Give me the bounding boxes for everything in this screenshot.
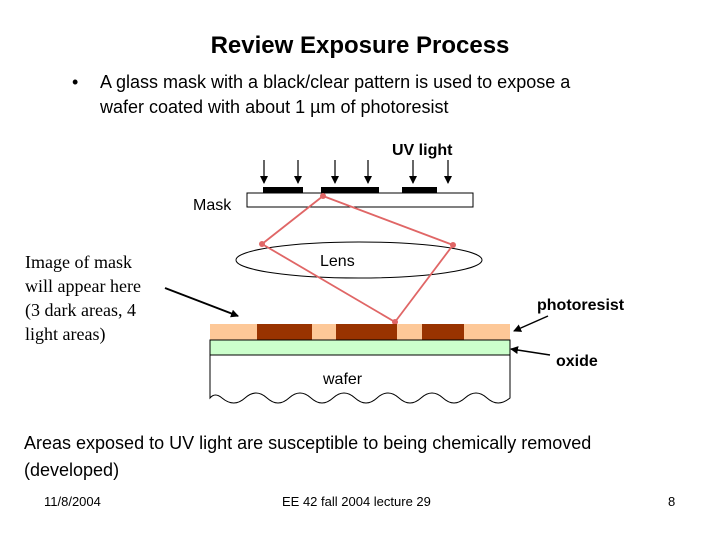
- lens-label: Lens: [320, 253, 355, 270]
- bottom-line-2: (developed): [24, 460, 120, 480]
- oxide-layer: [209, 339, 511, 356]
- ray: [261, 195, 324, 245]
- uv-light-label: UV light: [392, 142, 453, 159]
- image-note-line: Image of mask: [25, 252, 132, 272]
- ray-point: [392, 319, 398, 325]
- mask-plate: [246, 192, 474, 208]
- mask-label: Mask: [193, 197, 232, 214]
- ray-point: [259, 241, 265, 247]
- light-rays: [261, 195, 454, 323]
- image-note: Image of mask will appear here (3 dark a…: [25, 252, 141, 345]
- photoresist-layer: [210, 324, 510, 340]
- image-note-line: (3 dark areas, 4: [25, 300, 136, 321]
- mask-dark-area: [402, 187, 437, 193]
- image-note-line: light areas): [25, 324, 105, 345]
- bullet-marker: •: [72, 72, 79, 92]
- image-note-arrow: [164, 287, 239, 318]
- footer-course: EE 42 fall 2004 lecture 29: [282, 494, 431, 509]
- oxide-pointer: [510, 346, 551, 356]
- bullet-text: A glass mask with a black/clear pattern …: [100, 70, 660, 120]
- mask-dark-area: [321, 187, 379, 193]
- mask-dark-area: [263, 187, 303, 193]
- photoresist-pointer: [513, 315, 549, 332]
- resist-light-area: [397, 324, 422, 340]
- wafer-label: wafer: [322, 371, 363, 388]
- resist-dark-area: [257, 324, 312, 340]
- wafer-body: [209, 354, 511, 404]
- ray: [322, 195, 454, 246]
- resist-dark-area: [336, 324, 397, 340]
- resist-dark-area: [422, 324, 464, 340]
- bullet-line-2: wafer coated with about 1 µm of photores…: [100, 97, 449, 117]
- ray-point: [450, 242, 456, 248]
- footer-date: 11/8/2004: [44, 494, 101, 509]
- lens: [235, 241, 483, 279]
- resist-light-area: [464, 324, 510, 340]
- resist-light-area: [210, 324, 257, 340]
- resist-light-area: [312, 324, 336, 340]
- bottom-text: Areas exposed to UV light are susceptibl…: [24, 430, 704, 484]
- ray-points: [259, 193, 456, 325]
- slide-title: Review Exposure Process: [210, 32, 510, 59]
- ray-point: [320, 193, 326, 199]
- bullet-line-1: A glass mask with a black/clear pattern …: [100, 72, 571, 92]
- uv-arrows: [260, 160, 452, 184]
- oxide-label: oxide: [556, 353, 598, 370]
- footer-page-number: 8: [668, 494, 676, 509]
- bottom-line-1: Areas exposed to UV light are susceptibl…: [24, 433, 592, 453]
- image-note-line: will appear here: [25, 276, 141, 296]
- photoresist-label: photoresist: [537, 297, 625, 314]
- ray: [394, 244, 454, 323]
- ray: [261, 243, 396, 323]
